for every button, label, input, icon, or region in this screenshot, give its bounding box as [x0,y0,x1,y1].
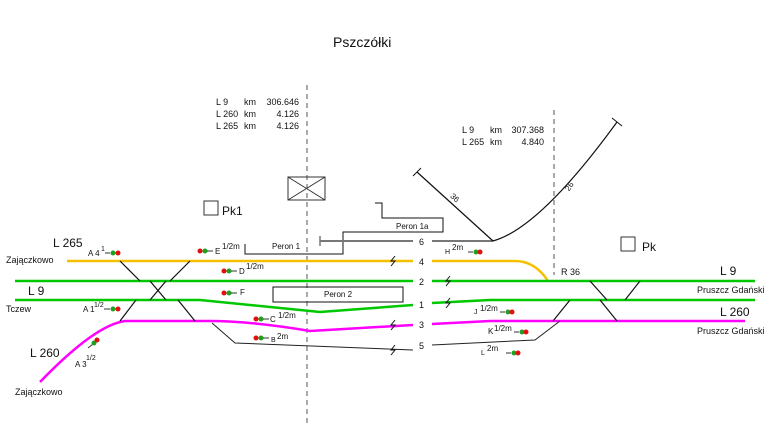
svg-text:5: 5 [419,341,424,351]
svg-text:L 9: L 9 [462,125,474,135]
svg-text:L 9: L 9 [216,97,228,107]
track-5 [211,320,561,351]
svg-text:L 260: L 260 [720,305,750,319]
svg-text:B: B [271,337,276,344]
svg-text:A 4: A 4 [88,249,100,258]
svg-text:2m: 2m [277,332,288,341]
signal-l: L2m [481,344,521,357]
track-1 [15,298,755,314]
svg-text:Pruszcz Gdański: Pruszcz Gdański [697,326,765,336]
track-3 [39,319,745,383]
svg-text:2m: 2m [487,344,498,353]
svg-text:Tczew: Tczew [6,304,32,314]
svg-text:4.126: 4.126 [276,109,299,119]
svg-text:1/2m: 1/2m [278,311,296,320]
svg-text:H: H [445,249,450,256]
svg-text:C: C [270,315,276,324]
svg-text:L 9: L 9 [720,264,737,278]
svg-text:km: km [244,121,256,131]
svg-text:1/2m: 1/2m [222,242,240,251]
svg-text:J: J [474,309,478,316]
platform-1a-label: Peron 1a [396,222,429,231]
signal-e: E1/2m [197,242,240,256]
crossovers [119,260,641,322]
svg-text:km: km [244,109,256,119]
platform-1-outline [244,202,444,255]
track-numbers: 6 4 2 1 3 5 [419,237,424,351]
platform-2-outline [272,286,404,303]
svg-text:A 1: A 1 [83,305,95,314]
svg-text:4.840: 4.840 [521,137,544,147]
svg-text:4.126: 4.126 [276,121,299,131]
post-pk1-label: Pk1 [222,204,243,218]
svg-text:307.368: 307.368 [511,125,544,135]
r36-label: R 36 [561,267,580,277]
svg-text:L 265: L 265 [462,137,484,147]
svg-text:L 9: L 9 [28,284,45,298]
svg-text:1/2: 1/2 [94,302,104,309]
post-pk-label: Pk [642,240,657,254]
svg-text:3: 3 [419,320,424,330]
svg-text:A 3: A 3 [75,360,87,369]
svg-text:L 260: L 260 [216,109,238,119]
svg-text:D: D [239,267,245,276]
spur-26-label: 26 [563,180,576,193]
svg-text:1: 1 [419,300,424,310]
svg-text:L 265: L 265 [216,121,238,131]
svg-text:1/2m: 1/2m [494,324,512,333]
platform-1-label: Peron 1 [272,242,301,251]
post-pk-icon [620,236,636,252]
svg-text:E: E [215,247,220,256]
km-info-left: L 9 km 306.646 L 260 km 4.126 L 265 km 4.126 [216,97,299,131]
station-title: Pszczółki [333,34,391,50]
svg-text:km: km [244,97,256,107]
svg-text:L: L [481,350,485,357]
svg-text:Zajączkowo: Zajączkowo [15,387,63,397]
svg-text:K: K [488,327,494,336]
svg-text:L 260: L 260 [30,346,60,360]
svg-text:2m: 2m [452,243,463,252]
level-crossing-icon [287,176,326,201]
svg-text:1/2m: 1/2m [246,262,264,271]
svg-text:6: 6 [419,237,424,247]
signal-f: F [221,288,245,297]
signal-a3: A 31/2 [75,337,100,369]
svg-text:L 265: L 265 [53,236,83,250]
signal-d: D1/2m [221,262,264,276]
svg-text:1: 1 [101,246,105,253]
signal-h: H2m [445,243,483,256]
svg-text:1/2m: 1/2m [480,304,498,313]
svg-text:F: F [240,288,245,297]
track-4 [67,259,550,282]
post-pk1-icon [203,200,219,216]
svg-text:Pruszcz Gdański: Pruszcz Gdański [697,285,765,295]
svg-text:km: km [490,137,502,147]
svg-text:km: km [490,125,502,135]
line-labels-left: L 265 Zajączkowo L 9 Tczew L 260 Zajączk… [6,236,83,397]
svg-text:306.646: 306.646 [266,97,299,107]
svg-text:Zajączkowo: Zajączkowo [6,255,54,265]
track-6 [319,117,623,246]
line-labels-right: L 9 Pruszcz Gdański L 260 Pruszcz Gdańsk… [697,264,765,336]
section-insulator-icons [389,255,452,356]
svg-text:4: 4 [419,257,424,267]
km-info-right: L 9 km 307.368 L 265 km 4.840 [462,125,544,147]
svg-text:2: 2 [419,277,424,287]
platform-2-label: Peron 2 [324,290,353,299]
svg-text:1/2: 1/2 [86,355,96,362]
